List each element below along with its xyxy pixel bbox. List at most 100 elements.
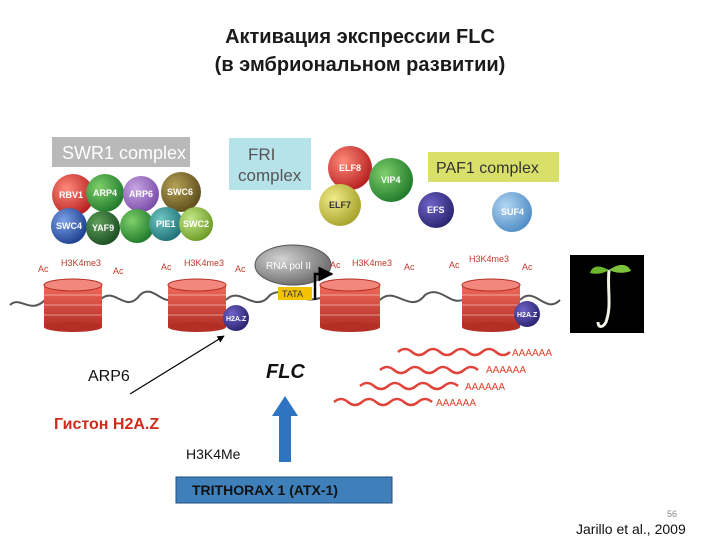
- flc-label: FLC: [266, 361, 305, 383]
- nucleosome-2: [167, 278, 227, 332]
- h3k4me3-mark-4: H3K4me3: [469, 254, 509, 264]
- polya-3: AAAAAA: [465, 382, 505, 393]
- dna-strand: [9, 290, 561, 307]
- atx1-arrow-head: [272, 396, 298, 416]
- nucleosome-2-top: [167, 278, 227, 292]
- nucleosome-4-top: [461, 278, 521, 292]
- transcription-start-arrow: [313, 266, 334, 300]
- nucleosome-3: [319, 278, 381, 332]
- histone-h2az-label: Гистон H2A.Z: [54, 416, 159, 433]
- rna-pol-ii-label: RNA pol II: [266, 261, 311, 272]
- title-line-1: Активация экспрессии FLC: [225, 26, 495, 48]
- rbv1-label: RBV1: [59, 190, 83, 200]
- arp6-ball-label: ARP6: [129, 189, 153, 199]
- nucleosome-1-bottom: [44, 322, 102, 332]
- arp4-label: ARP4: [93, 188, 117, 198]
- title-line-2: (в эмбриональном развитии): [214, 54, 506, 76]
- citation: Jarillo et al., 2009: [576, 521, 686, 537]
- tata-box: [278, 287, 312, 300]
- elf8-ball: [328, 146, 372, 190]
- rna-pol-ii: [254, 244, 332, 286]
- trithorax-label: TRITHORAX 1 (ATX-1): [192, 482, 338, 498]
- h2az-label-1: H2A.Z: [226, 316, 247, 323]
- arp6-arrow: [129, 335, 225, 395]
- nucleosome-3-bottom: [320, 322, 380, 332]
- elf7-ball: [319, 184, 361, 226]
- swr1-subunits: RBV1 ARP4 ARP6 SWC6 SWC4 YAF9 PIE1 SWC2: [51, 172, 213, 245]
- atx1-arrow-shaft: [279, 414, 291, 462]
- fri-complex-label-2: complex: [238, 166, 302, 185]
- efs-label: EFS: [427, 205, 445, 215]
- arp6-label: ARP6: [88, 368, 130, 385]
- swc2-label: SWC2: [183, 219, 209, 229]
- ac-mark-1: Ac: [38, 264, 49, 274]
- nucleosome-4-body: [462, 285, 520, 327]
- h2az-ball-1: [223, 305, 249, 331]
- histone-marks: Ac H3K4me3 Ac Ac H3K4me3 Ac Ac H3K4me3 A…: [38, 254, 533, 276]
- ac-mark-8: Ac: [522, 262, 533, 272]
- pie1-ball: [149, 207, 183, 241]
- trithorax-box: [175, 476, 393, 504]
- swc2-ball: [179, 207, 213, 241]
- h3k4me3-mark-2: H3K4me3: [184, 258, 224, 268]
- transcript-4: [333, 397, 433, 407]
- paf1-subunits: ELF8 VIP4 ELF7 EFS SUF4: [319, 146, 532, 232]
- fri-complex-label-1: FRI: [248, 145, 275, 164]
- elf7-label: ELF7: [329, 200, 351, 210]
- nucleosome-1: [43, 278, 103, 332]
- nucleosome-4: [461, 278, 521, 332]
- rbv1-ball: [52, 174, 94, 216]
- pie1-label: PIE1: [156, 219, 176, 229]
- nucleosome-1-top: [43, 278, 103, 292]
- h2az-ball-2: [514, 301, 540, 327]
- swc6-label: SWC6: [167, 187, 193, 197]
- fri-complex-box: [229, 138, 311, 190]
- ac-mark-6: Ac: [404, 262, 415, 272]
- transcript-1: [397, 347, 511, 357]
- arp6-ball: [123, 176, 159, 212]
- h3k4me3-mark-3: H3K4me3: [352, 258, 392, 268]
- polya-1: AAAAAA: [512, 348, 552, 359]
- suf4-label: SUF4: [501, 207, 524, 217]
- tata-label: TATA: [282, 289, 303, 299]
- nucleosome-1-body: [44, 285, 102, 327]
- page-number: 56: [667, 509, 677, 519]
- ac-mark-5: Ac: [330, 260, 341, 270]
- yaf9-ball: [86, 211, 120, 245]
- nucleosome-2-bottom: [168, 322, 226, 332]
- nucleosome-3-stripes: [320, 294, 380, 316]
- swc4-ball: [51, 208, 87, 244]
- suf4-ball: [492, 192, 532, 232]
- yaf9-label: YAF9: [92, 223, 114, 233]
- arp4-ball: [86, 174, 124, 212]
- swc4-label: SWC4: [56, 221, 82, 231]
- paf1-complex-label: PAF1 complex: [436, 160, 539, 177]
- h3k4me3-mark-1: H3K4me3: [61, 258, 101, 268]
- ac-mark-3: Ac: [161, 262, 172, 272]
- transcript-3: [359, 381, 459, 391]
- swr1-complex-label: SWR1 complex: [62, 143, 186, 163]
- seedling-stem: [596, 269, 611, 328]
- ac-mark-2: Ac: [113, 266, 124, 276]
- ac-mark-7: Ac: [449, 260, 460, 270]
- nucleosome-1-stripes: [44, 294, 102, 316]
- efs-ball: [418, 192, 454, 228]
- polya-4: AAAAAA: [436, 398, 476, 409]
- green-subunit-ball: [120, 209, 154, 243]
- ac-mark-4: Ac: [235, 264, 246, 274]
- paf1-complex-box: [428, 152, 559, 182]
- seedling-leaf-left: [590, 266, 609, 274]
- nucleosome-3-top: [319, 278, 381, 292]
- h2az-label-2: H2A.Z: [517, 312, 538, 319]
- nucleosome-3-body: [320, 285, 380, 327]
- vip4-label: VIP4: [381, 175, 401, 185]
- vip4-ball: [369, 158, 413, 202]
- transcript-2: [379, 365, 479, 375]
- swr1-complex-box: [52, 137, 190, 167]
- transcripts: AAAAAA AAAAAA AAAAAA AAAAAA: [333, 347, 552, 409]
- nucleosome-2-stripes: [168, 294, 226, 316]
- swc6-ball: [161, 172, 201, 212]
- nucleosome-4-bottom: [462, 322, 520, 332]
- nucleosome-2-body: [168, 285, 226, 327]
